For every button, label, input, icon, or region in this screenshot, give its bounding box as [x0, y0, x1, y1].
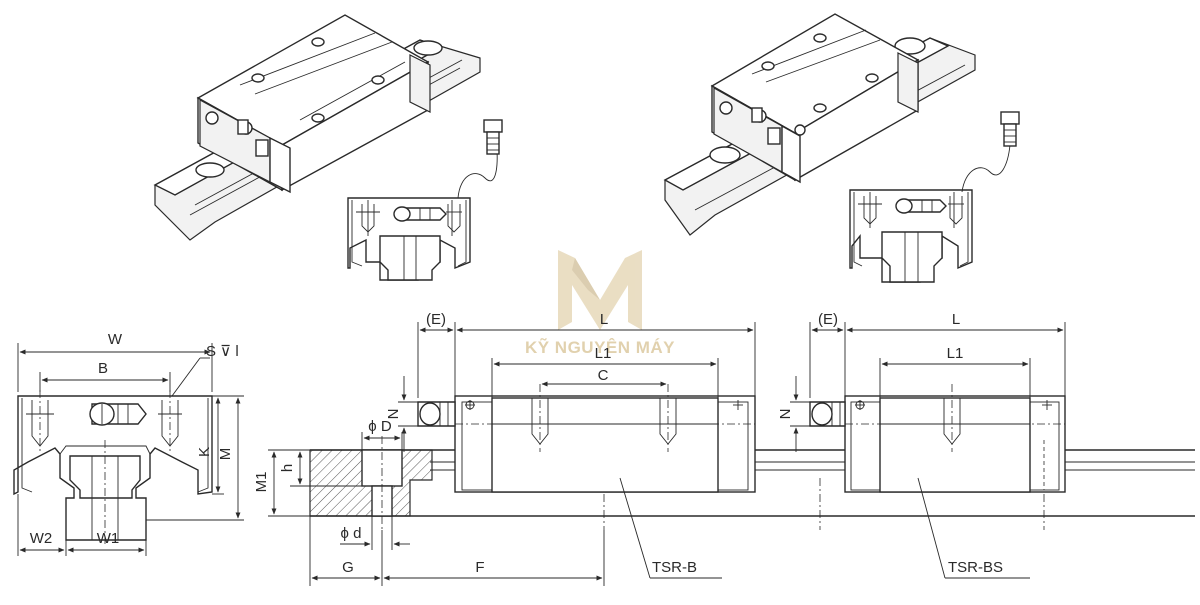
dim-K: K: [196, 447, 213, 457]
callout-tsr-b-label: TSR-B: [652, 559, 697, 576]
dim-N-left: N: [385, 409, 402, 420]
iso-block-tsr-b: [153, 14, 481, 241]
dim-phid: ϕ d: [341, 525, 362, 542]
dim-L-left: L: [600, 311, 608, 328]
dim-S-l: S ⊽ l: [206, 343, 239, 360]
front-view: [13, 390, 213, 545]
dim-h: h: [279, 464, 296, 472]
dim-E-right: (E): [818, 311, 838, 328]
dim-L1-right: L1: [947, 345, 964, 362]
dim-phiD: ϕ D: [368, 418, 392, 435]
dim-C: C: [598, 367, 609, 384]
dim-G: G: [342, 559, 354, 576]
dim-M1: M1: [253, 472, 270, 493]
callout-tsr-bs-label: TSR-BS: [948, 559, 1003, 576]
inset-front-section-b: [347, 197, 471, 281]
dim-N-right: N: [777, 409, 794, 420]
dim-W: W: [108, 331, 123, 348]
watermark-logo: [558, 250, 642, 330]
grease-screw-bs: [961, 111, 1020, 193]
watermark-text: KỸ NGUYÊN MÁY: [525, 337, 675, 357]
dim-W2: W2: [30, 530, 53, 547]
grease-screw-b: [457, 119, 503, 199]
inset-front-section-bs: [849, 189, 973, 283]
side-view-dimensions: (E) L L1 C N ϕ D h M1 ϕ d: [253, 311, 1066, 586]
dim-L1-left: L1: [595, 345, 612, 362]
dim-L-right: L: [952, 311, 960, 328]
dim-E-left: (E): [426, 311, 446, 328]
front-view-dimensions: W B S ⊽ l K M W1 W2: [17, 331, 244, 556]
dim-M: M: [217, 448, 234, 461]
dim-F: F: [475, 559, 484, 576]
dim-B: B: [98, 360, 108, 377]
callout-tsr-b: TSR-B: [619, 477, 722, 579]
iso-block-tsr-bs: [663, 13, 976, 236]
dim-W1: W1: [97, 530, 120, 547]
side-view: [309, 384, 1195, 530]
callout-tsr-bs: TSR-BS: [917, 477, 1030, 579]
